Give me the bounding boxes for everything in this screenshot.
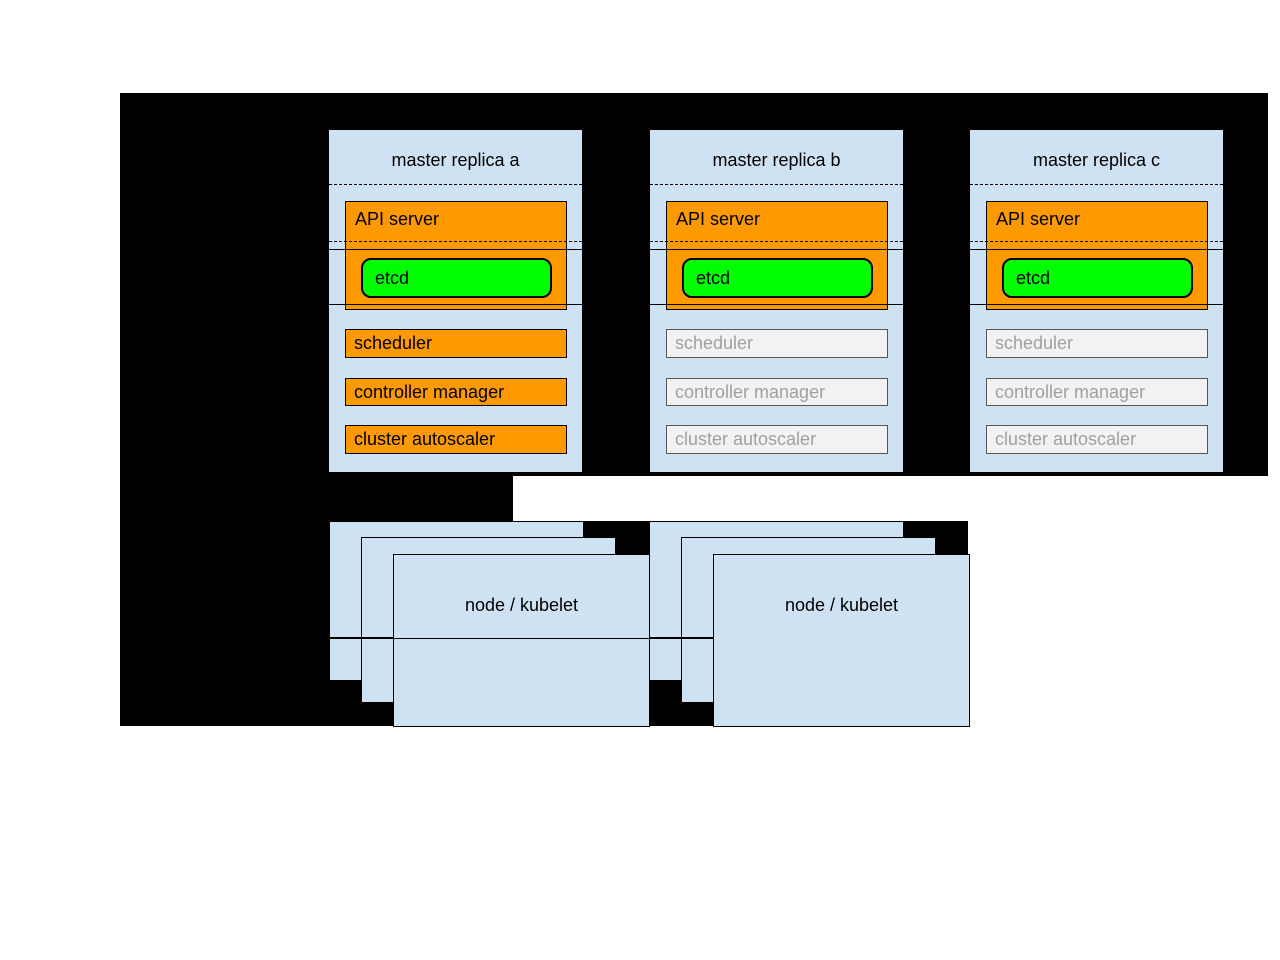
etcd-box: etcd [682,258,873,298]
master-replica-a-title: master replica a [391,149,520,170]
scheduler-box: scheduler [666,329,888,358]
api-server-label: API server [676,209,761,229]
controller-manager-box: controller manager [666,378,888,406]
divider-solid [970,304,1223,305]
api-server-label: API server [996,209,1081,229]
divider-solid [329,249,582,250]
divider-dashed [650,184,903,185]
divider-solid [650,304,903,305]
controller-manager-box: controller manager [986,378,1208,406]
master-replica-b-title: master replica b [712,149,841,170]
cluster-autoscaler-box: cluster autoscaler [345,425,567,454]
controller-manager-box: controller manager [345,378,567,406]
node-stack-1-front-card: node / kubelet [393,554,650,727]
divider-dashed [329,184,582,185]
scheduler-box: scheduler [345,329,567,358]
divider-solid [329,304,582,305]
divider-dashed [650,241,903,242]
node-stack-2-front-card: node / kubelet [713,554,970,727]
master-replica-a-panel: master replica a API server etcd schedul… [328,129,583,473]
master-replica-b-panel: master replica b API server etcd schedul… [649,129,904,473]
node-kubelet-label: node / kubelet [464,595,579,615]
master-replica-c-panel: master replica c API server etcd schedul… [969,129,1224,473]
cluster-autoscaler-box: cluster autoscaler [666,425,888,454]
etcd-box: etcd [1002,258,1193,298]
background-rect-left [120,476,513,521]
scheduler-box: scheduler [986,329,1208,358]
node-divider-line [393,638,650,639]
master-replica-c-title: master replica c [1032,149,1161,170]
api-server-label: API server [355,209,440,229]
cluster-autoscaler-box: cluster autoscaler [986,425,1208,454]
node-kubelet-label: node / kubelet [784,595,899,615]
divider-dashed [970,241,1223,242]
node-divider-line [329,637,393,639]
divider-dashed [329,241,582,242]
node-divider-line [650,637,713,639]
divider-dashed [970,184,1223,185]
etcd-box: etcd [361,258,552,298]
divider-solid [650,249,903,250]
divider-solid [970,249,1223,250]
